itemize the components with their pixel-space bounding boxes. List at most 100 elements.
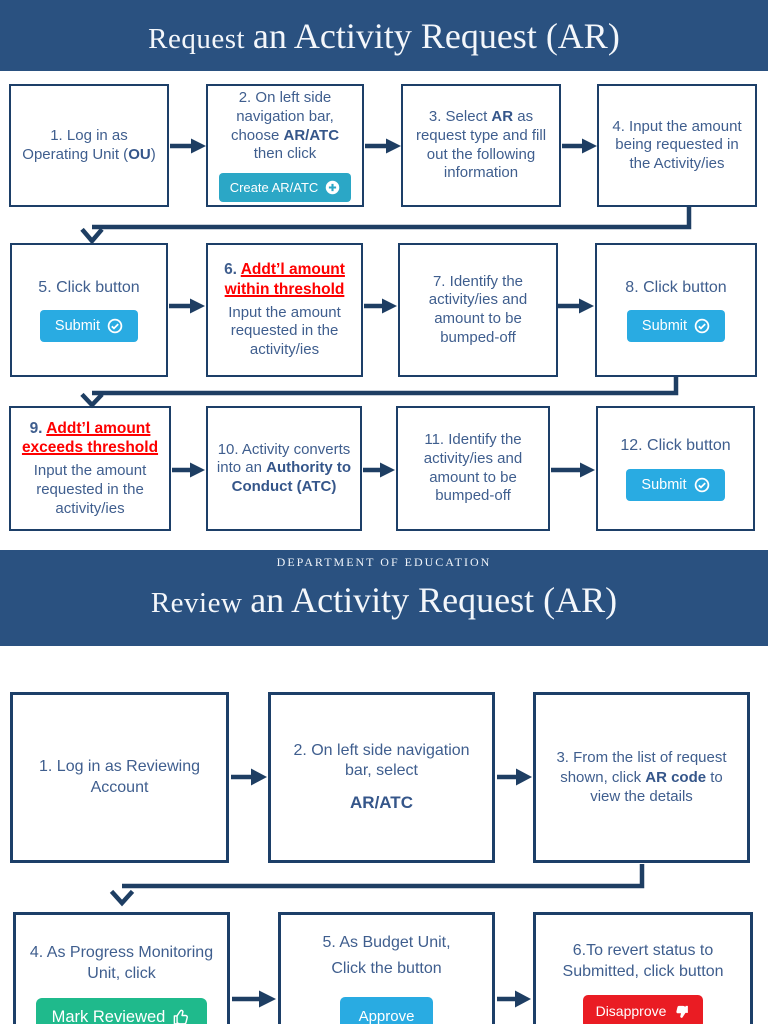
flow-arrow: [551, 462, 595, 478]
flow-arrow: [364, 298, 397, 314]
flow-arrow: [365, 138, 401, 154]
review-step-5-box: 5. As Budget Unit, Click the button Appr…: [278, 912, 495, 1024]
flow-arrow: [497, 768, 532, 786]
request-step-3-box: 3. Select AR as request type and fill ou…: [401, 84, 561, 207]
flow-arrow: [232, 990, 276, 1008]
request-step-6-box: 6. Addt’l amount within threshold Input …: [206, 243, 363, 377]
step-text-part: 10. Activity converts into an: [216, 440, 351, 477]
submit-button[interactable]: Submit: [626, 310, 726, 343]
submit-button-label: Submit: [54, 318, 101, 335]
step-text-part: as request type and fill out the followi…: [415, 108, 547, 182]
create-ar-atc-button[interactable]: Create AR/ATC: [218, 172, 352, 202]
step-text: 1. Log in as Operating Unit (OU): [18, 127, 160, 164]
step-text: Click the button: [331, 959, 442, 977]
request-step-10-box: 10. Activity converts into an Authority …: [206, 406, 362, 531]
step-heading: 6. Addt’l amount within threshold: [215, 260, 354, 298]
page-title-rest: an Activity Request (AR): [252, 15, 620, 56]
flow-arrow: [172, 462, 205, 478]
step-text: 10. Activity converts into an Authority …: [215, 441, 353, 497]
review-step-4-box: 4. As Progress Monitoring Unit, click Ma…: [13, 912, 230, 1024]
approve-button[interactable]: Approve: [339, 996, 434, 1024]
divider-title-rest: an Activity Request (AR): [250, 580, 618, 620]
department-label: DEPARTMENT OF EDUCATION: [276, 555, 492, 569]
page-title: Request an Activity Request (AR): [148, 15, 620, 57]
disapprove-button[interactable]: Disapprove: [582, 994, 704, 1024]
request-step-8-box: 8. Click button Submit: [595, 243, 757, 377]
step-text-part: ): [150, 145, 156, 163]
check-circle-icon: [694, 477, 709, 493]
step-text: 5. As Budget Unit,: [322, 934, 451, 951]
flow-arrow: [363, 462, 395, 478]
step-text-bold: AR/ATC: [350, 793, 413, 813]
thumbs-up-icon: [174, 1009, 189, 1024]
step-text: 3. From the list of request shown, click…: [546, 748, 737, 807]
step-heading: 9. Addt’l amount exceeds threshold: [18, 419, 162, 457]
submit-button-label: Submit: [641, 318, 688, 335]
step-text: 2. On left side navigation bar, select: [293, 741, 470, 780]
step-text: 4. As Progress Monitoring Unit, click: [29, 944, 214, 982]
request-step-1-box: 1. Log in as Operating Unit (OU): [9, 84, 169, 207]
step-text-bold: OU: [128, 145, 151, 163]
plus-circle-icon: [326, 180, 340, 194]
step-heading-red: Addt’l amount within threshold: [224, 261, 345, 298]
review-step-1-box: 1. Log in as Reviewing Account: [10, 692, 229, 863]
review-step-6-box: 6.To revert status to Submitted, click b…: [533, 912, 753, 1024]
request-step-9-box: 9. Addt’l amount exceeds threshold Input…: [9, 406, 171, 531]
step-text: 6.To revert status to Submitted, click b…: [562, 942, 724, 980]
step-text-part: 1. Log in as Operating Unit (: [22, 126, 129, 163]
request-step-2-box: 2. On left side navigation bar, choose A…: [206, 84, 364, 207]
elbow-connector: [109, 864, 645, 907]
step-text-part: 3. From the list of request shown, click: [556, 749, 727, 786]
flow-arrow: [231, 768, 267, 786]
divider-title: Review an Activity Request (AR): [151, 579, 617, 621]
step-text-part: to view the details: [590, 768, 723, 806]
step-text-bold: Authority to Conduct (ATC): [231, 459, 352, 495]
step-text: 12. Click button: [620, 437, 731, 455]
step-text-part: 3. Select: [428, 108, 492, 126]
elbow-connector: [80, 377, 679, 409]
step-text: 11. Identify the activity/ies and amount…: [423, 431, 523, 505]
step-number: 6.: [224, 261, 241, 279]
disapprove-button-label: Disapprove: [595, 1003, 667, 1020]
step-text: 3. Select AR as request type and fill ou…: [410, 108, 552, 182]
request-title-band: Request an Activity Request (AR): [0, 0, 768, 71]
flow-arrow: [497, 990, 531, 1008]
flow-arrow: [169, 298, 205, 314]
thumbs-down-icon: [676, 1005, 689, 1018]
step-text: 1. Log in as Reviewing Account: [39, 757, 200, 796]
flow-arrow: [170, 138, 206, 154]
create-ar-atc-button-label: Create AR/ATC: [229, 179, 319, 195]
submit-button[interactable]: Submit: [626, 468, 725, 501]
review-step-3-box: 3. From the list of request shown, click…: [533, 692, 750, 863]
submit-button[interactable]: Submit: [39, 310, 139, 343]
request-step-4-box: 4. Input the amount being requested in t…: [597, 84, 757, 207]
check-circle-icon: [694, 319, 710, 334]
mark-reviewed-button[interactable]: Mark Reviewed: [35, 997, 208, 1024]
step-text: 5. Click button: [38, 278, 140, 296]
submit-button-label: Submit: [641, 476, 687, 493]
step-text-bold: AR: [491, 108, 514, 126]
step-text-bold: AR/ATC: [283, 126, 340, 144]
step-text: 8. Click button: [625, 278, 727, 296]
step-text-part: 2. On left side navigation bar, choose: [230, 89, 334, 144]
request-step-7-box: 7. Identify the activity/ies and amount …: [398, 243, 558, 377]
page-title-prefix: Request: [148, 22, 253, 55]
divider-title-prefix: Review: [150, 587, 251, 619]
step-text: 7. Identify the activity/ies and amount …: [428, 272, 528, 346]
review-step-2-box: 2. On left side navigation bar, select A…: [268, 692, 495, 863]
flow-arrow: [562, 138, 597, 154]
step-text: Input the amount requested in the activi…: [33, 462, 147, 517]
request-step-12-box: 12. Click button Submit: [596, 406, 755, 531]
step-text: 4. Input the amount being requested in t…: [612, 117, 742, 172]
request-step-11-box: 11. Identify the activity/ies and amount…: [396, 406, 550, 531]
step-heading-red: Addt’l amount exceeds threshold: [21, 419, 159, 457]
step-text-part: then click: [253, 145, 317, 163]
elbow-connector: [80, 207, 692, 245]
request-step-5-box: 5. Click button Submit: [10, 243, 168, 377]
approve-button-label: Approve: [358, 1007, 415, 1024]
step-text: 2. On left side navigation bar, choose A…: [215, 89, 355, 163]
step-text-bold: AR code: [645, 768, 707, 786]
step-text: Input the amount requested in the activi…: [228, 303, 341, 359]
step-number: 9.: [29, 419, 47, 437]
